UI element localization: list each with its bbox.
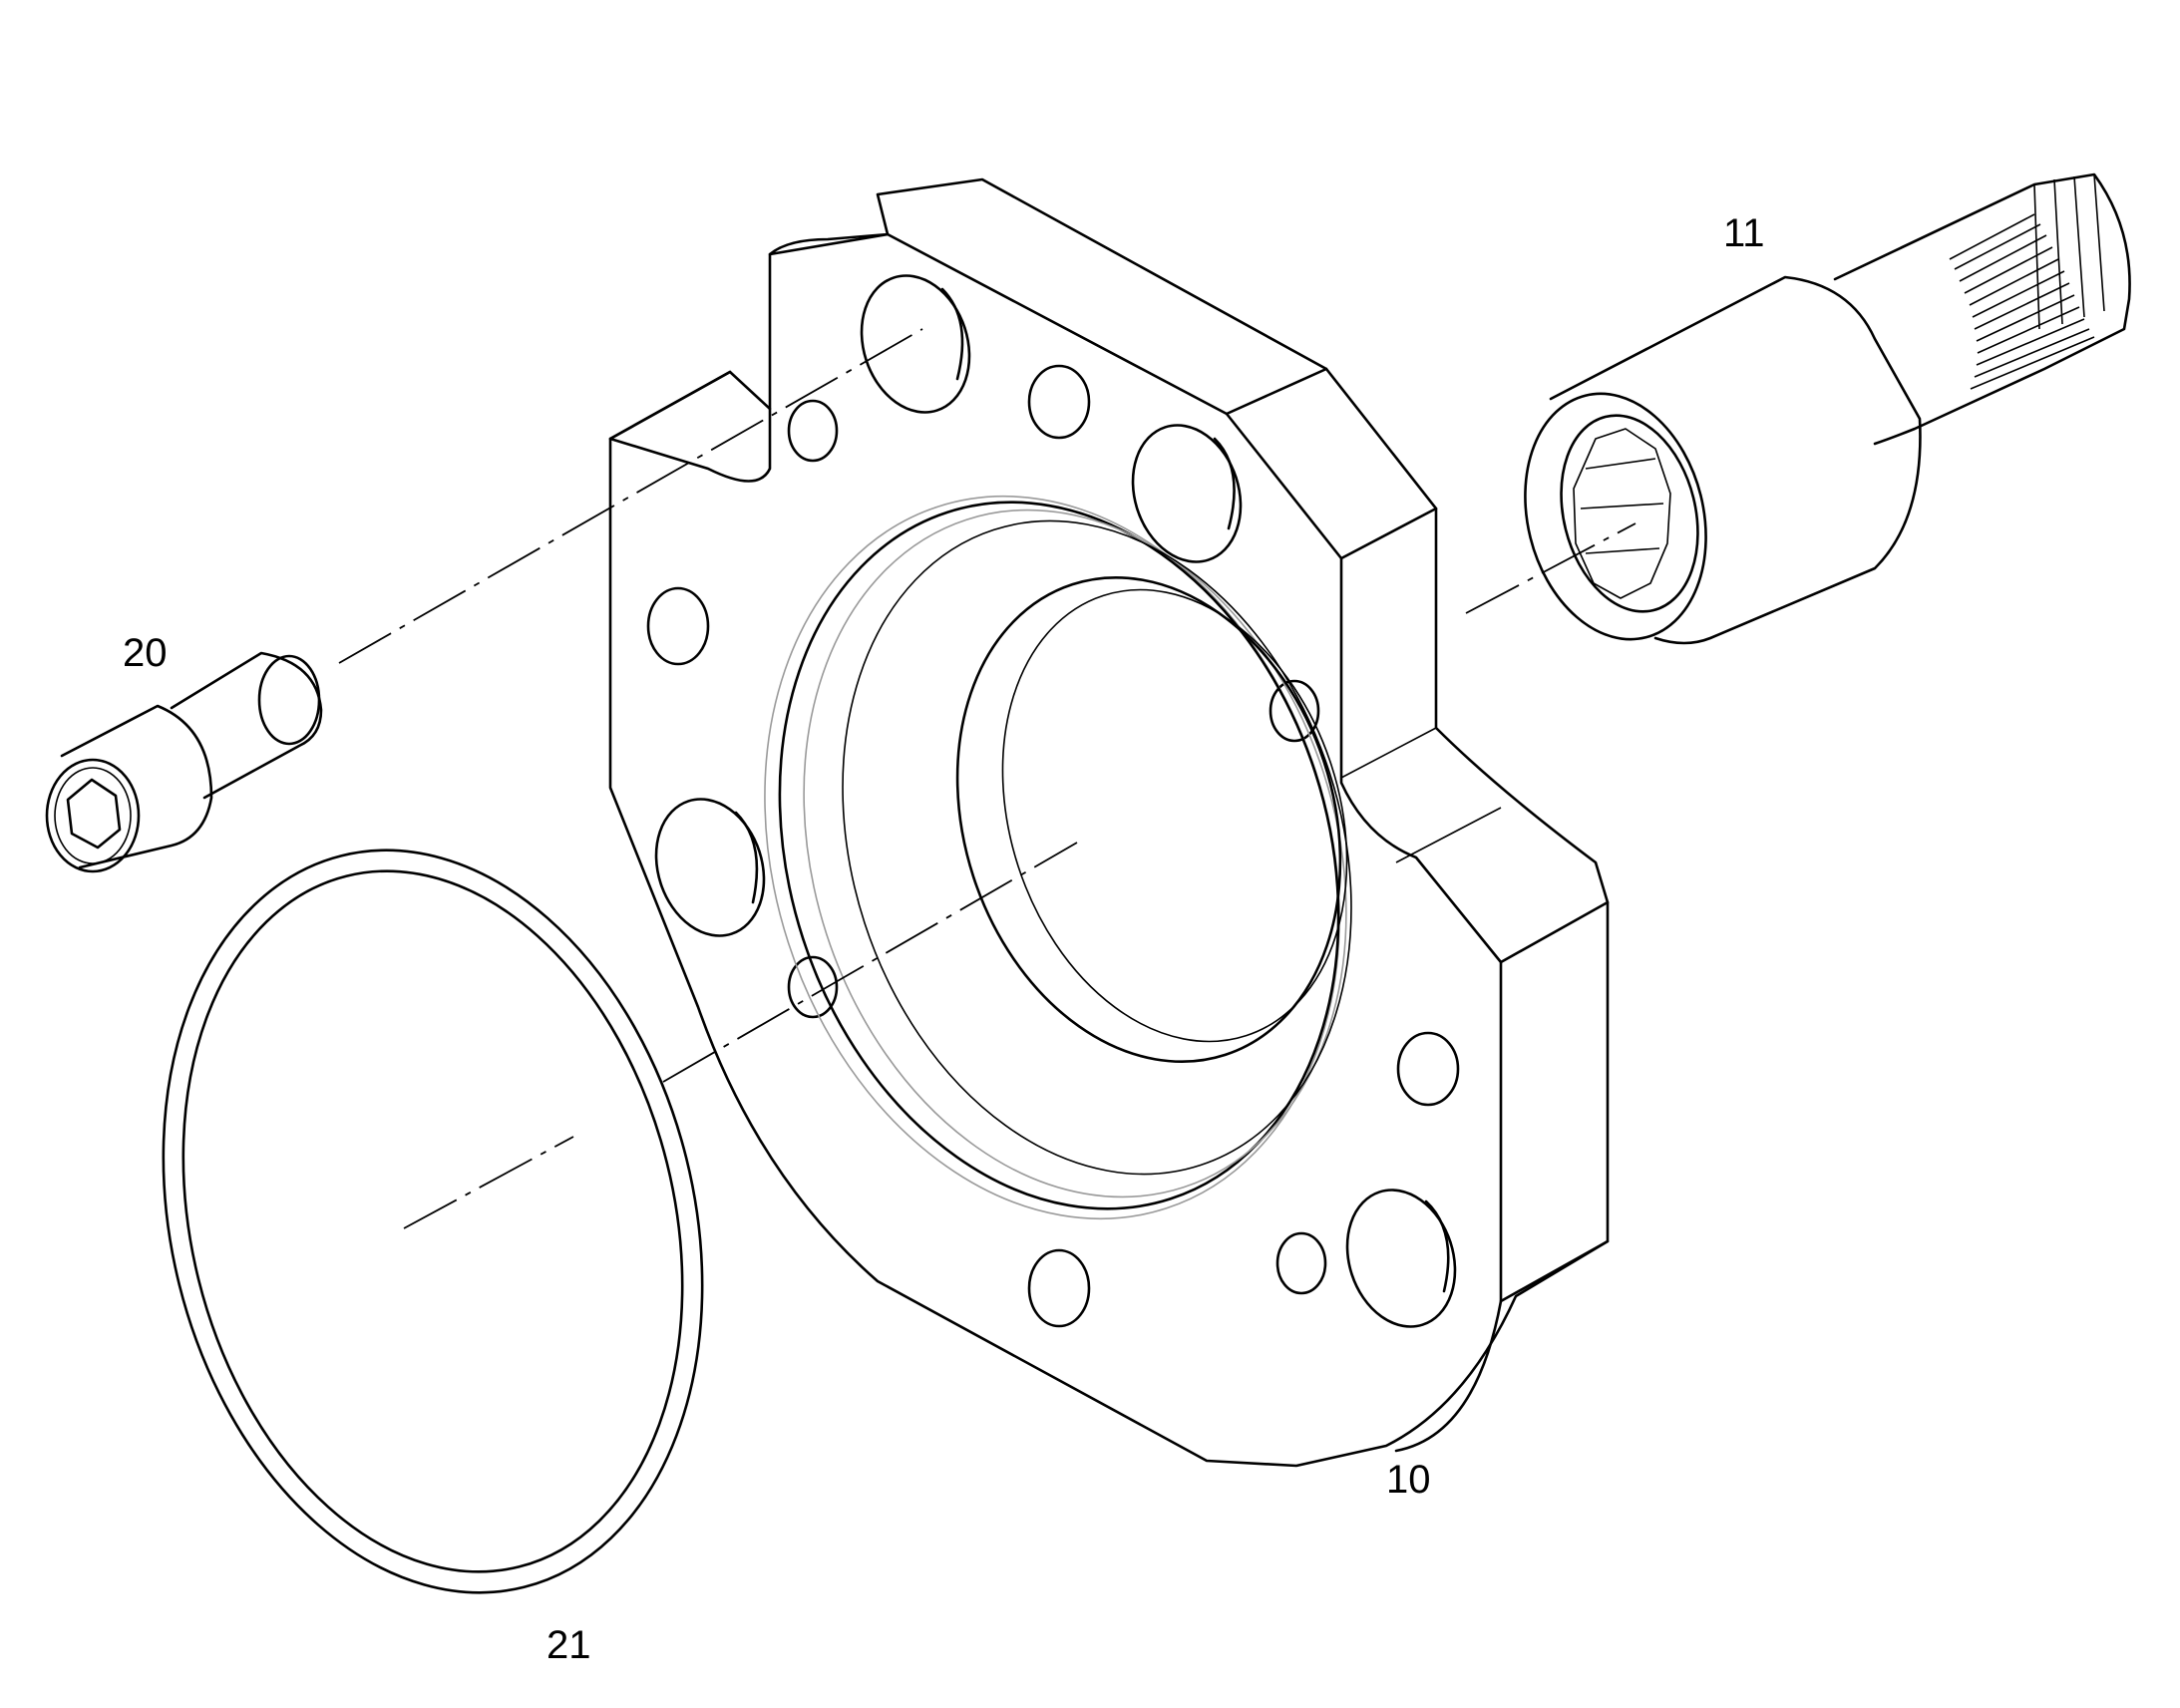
mounting-holes [646, 274, 1460, 1328]
splined-coupling [1524, 172, 2131, 645]
screw-shank [170, 651, 323, 800]
spline-teeth [1949, 173, 2105, 390]
flange-tangent-line [1340, 727, 1502, 863]
screw-head [60, 704, 213, 869]
callout-10: 10 [1386, 1458, 1431, 1502]
screw-head-face [45, 758, 141, 873]
internal-spline-icon [1573, 428, 1671, 599]
flange-outline [608, 177, 1610, 1468]
flange-thickness-edges [608, 367, 1610, 1303]
callout-21: 21 [546, 1623, 591, 1667]
callout-11: 11 [1723, 211, 1765, 255]
flange-plate [608, 177, 1610, 1468]
cap-screw [45, 651, 323, 873]
callout-20: 20 [123, 631, 168, 675]
coupling-end-face [1524, 392, 1707, 641]
o-ring [162, 849, 704, 1594]
central-bore [764, 495, 1352, 1220]
spline-shaft [1833, 172, 2131, 446]
coupling-sleeve [1549, 275, 1922, 645]
hex-socket-icon [66, 778, 122, 850]
centre-lines [338, 328, 1636, 1229]
flange-front-face [608, 232, 1503, 1453]
